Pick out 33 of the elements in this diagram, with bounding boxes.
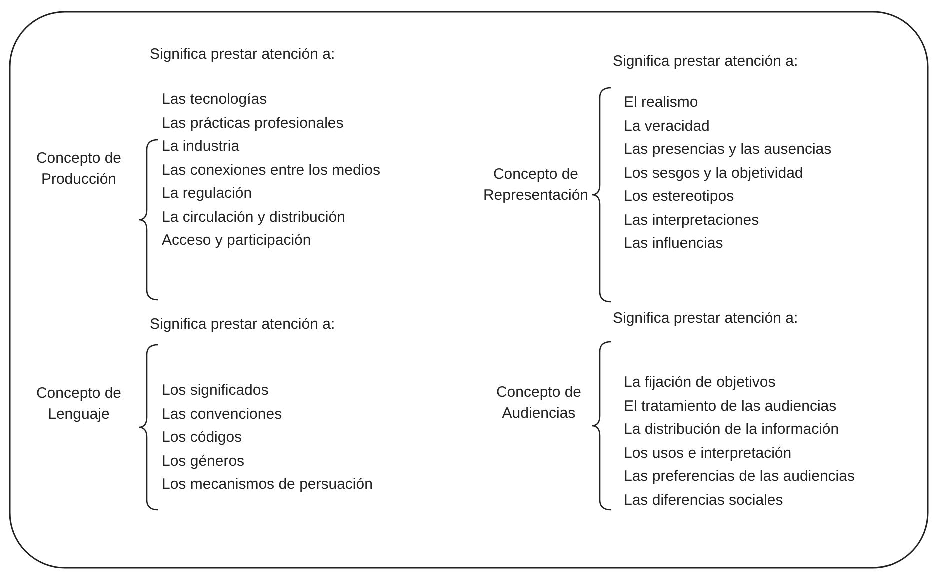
list-item: La circulación y distribución <box>162 208 346 226</box>
section-heading: Significa prestar atención a: <box>613 52 798 71</box>
list-item: Los mecanismos de persuación <box>162 475 373 494</box>
list-item: La distribución de la información <box>624 420 840 439</box>
list-item: La regulación <box>162 184 252 203</box>
concept-label: Concepto de Audiencias <box>495 383 583 424</box>
list-item: Las presencias y las ausencias <box>624 140 832 159</box>
section-heading: Significa prestar atención a: <box>150 315 336 334</box>
list-item: Los estereotipos <box>624 187 734 206</box>
list-item: Los significados <box>162 381 269 400</box>
list-item: Las influencias <box>624 234 724 253</box>
list-item: Los códigos <box>162 428 242 447</box>
section-heading: Significa prestar atención a: <box>613 309 798 328</box>
list-item: La industria <box>162 137 240 156</box>
list-item: La veracidad <box>624 116 710 136</box>
list-item: Los géneros <box>162 452 245 470</box>
list-item: Los sesgos y la objetividad <box>624 164 804 182</box>
list-item: Las conexiones entre los medios <box>162 160 380 180</box>
list-item: El tratamiento de las audiencias <box>624 396 837 416</box>
list-item: La fijación de objetivos <box>624 373 776 392</box>
concept-label: Concepto de Producción <box>35 149 123 190</box>
concept-label: Concepto de Lenguaje <box>35 384 123 425</box>
list-item: Las prácticas profesionales <box>162 114 344 132</box>
list-item: Las convenciones <box>162 404 282 424</box>
list-item: Las interpretaciones <box>624 210 760 230</box>
list-item: Acceso y participación <box>162 231 312 250</box>
list-item: El realismo <box>624 93 698 112</box>
list-item: Las tecnologías <box>162 90 268 109</box>
concept-label: Concepto de Representación <box>482 165 590 206</box>
list-item: Las diferencias sociales <box>624 490 784 510</box>
list-item: Las preferencias de las audiencias <box>624 467 855 486</box>
section-heading: Significa prestar atención a: <box>150 45 336 64</box>
list-item: Los usos e interpretación <box>624 444 792 462</box>
